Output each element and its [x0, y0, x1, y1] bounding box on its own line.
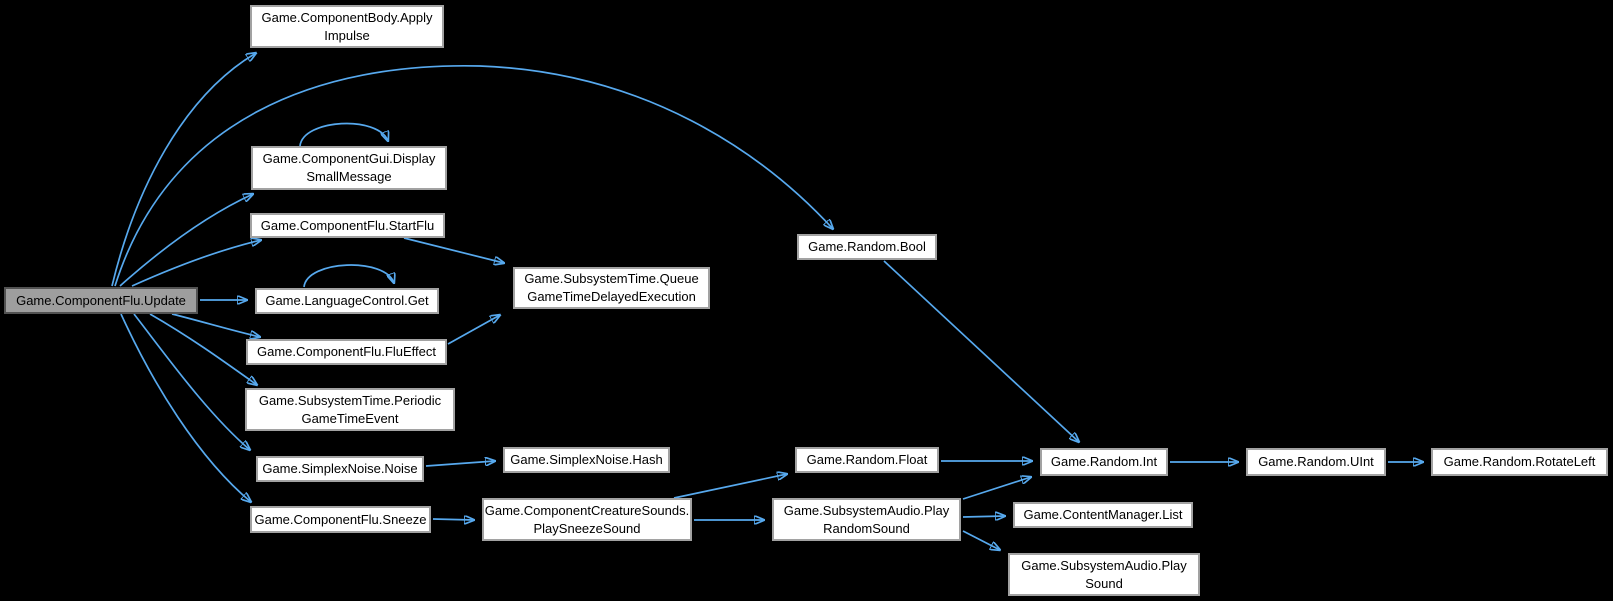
node-label: Game.Random.Float: [806, 452, 928, 468]
node-label: Game.Random.RotateLeft: [1443, 454, 1596, 470]
node-game-random-float[interactable]: Game.Random.Float: [795, 447, 939, 473]
node-label: Game.ComponentGui.Display SmallMessage: [262, 151, 436, 184]
node-game-componentflu-sneeze[interactable]: Game.ComponentFlu.Sneeze: [250, 506, 431, 533]
node-label: Game.ComponentFlu.Update: [16, 292, 186, 308]
node-game-simplexnoise-noise[interactable]: Game.SimplexNoise.Noise: [256, 456, 424, 482]
node-game-componentflu-update: Game.ComponentFlu.Update: [4, 287, 198, 314]
node-label: Game.ComponentFlu.FluEffect: [257, 344, 436, 360]
node-label: Game.ComponentFlu.Sneeze: [254, 511, 427, 527]
node-label: Game.ComponentFlu.StartFlu: [260, 217, 435, 233]
edge-update-randombool: [114, 64, 833, 287]
node-game-componentflu-startflu[interactable]: Game.ComponentFlu.StartFlu: [250, 213, 445, 238]
node-game-componentflu-flueffect[interactable]: Game.ComponentFlu.FluEffect: [246, 339, 447, 365]
node-label: Game.Random.Int: [1050, 454, 1158, 470]
edge-update-displaysmallmessage: [119, 194, 253, 287]
node-game-componentcreaturesounds-playsneezesound[interactable]: Game.ComponentCreatureSounds. PlaySneeze…: [482, 498, 692, 541]
edge-playrandomsound-contentlist: [962, 516, 1005, 517]
edge-update-periodicgte: [149, 313, 257, 385]
edge-playrandomsound-playsound: [962, 530, 1000, 550]
node-label: Game.SubsystemAudio.Play Sound: [1021, 557, 1187, 591]
node-label: Game.Random.Bool: [808, 239, 926, 255]
node-game-random-bool[interactable]: Game.Random.Bool: [797, 234, 937, 260]
node-label: Game.ComponentBody.Apply Impulse: [261, 9, 433, 43]
node-game-random-int[interactable]: Game.Random.Int: [1040, 448, 1168, 476]
node-label: Game.SubsystemTime.Queue GameTimeDelayed…: [524, 271, 699, 304]
edge-randombool-randomint: [883, 260, 1079, 442]
node-game-simplexnoise-hash[interactable]: Game.SimplexNoise.Hash: [503, 447, 670, 473]
edge-update-applyimpulse: [111, 53, 256, 287]
node-label: Game.Random.UInt: [1258, 454, 1374, 470]
node-game-random-uint[interactable]: Game.Random.UInt: [1246, 448, 1386, 476]
node-game-languagecontrol-get[interactable]: Game.LanguageControl.Get: [255, 288, 439, 314]
edge-startflu-queuegtde: [403, 237, 504, 263]
edge-playsneezesound-randomfloat: [673, 474, 787, 499]
edge-update-startflu: [131, 240, 261, 287]
node-label: Game.SimplexNoise.Hash: [510, 452, 663, 468]
edge-noise-hash: [425, 461, 495, 467]
edge-update-flueffect: [171, 313, 260, 337]
node-label: Game.SimplexNoise.Noise: [262, 461, 418, 477]
node-game-contentmanager-list[interactable]: Game.ContentManager.List: [1013, 502, 1193, 528]
node-game-subsystemaudio-playsound[interactable]: Game.SubsystemAudio.Play Sound: [1008, 553, 1200, 596]
edge-playrandomsound-randomint: [962, 477, 1031, 500]
edge-languageget-selfloop: [303, 264, 394, 288]
node-game-componentbody-applyimpulse[interactable]: Game.ComponentBody.Apply Impulse: [250, 5, 444, 48]
node-label: Game.ComponentCreatureSounds. PlaySneeze…: [484, 502, 690, 536]
node-game-random-rotateleft[interactable]: Game.Random.RotateLeft: [1431, 448, 1608, 476]
node-label: Game.ContentManager.List: [1023, 507, 1183, 523]
edge-update-noise: [133, 313, 250, 450]
node-game-subsystemaudio-playrandomsound[interactable]: Game.SubsystemAudio.Play RandomSound: [772, 498, 961, 541]
edge-update-sneeze: [120, 313, 251, 502]
node-game-subsystemtime-periodicgametimeevent[interactable]: Game.SubsystemTime.Periodic GameTimeEven…: [245, 388, 455, 431]
node-game-subsystemtime-queuegametimedelayedexecution[interactable]: Game.SubsystemTime.Queue GameTimeDelayed…: [513, 267, 710, 309]
node-label: Game.SubsystemTime.Periodic GameTimeEven…: [258, 392, 442, 426]
node-game-componentgui-displaysmallmessage[interactable]: Game.ComponentGui.Display SmallMessage: [251, 146, 447, 190]
edge-flueffect-queuegtde: [447, 315, 500, 345]
node-label: Game.SubsystemAudio.Play RandomSound: [783, 502, 950, 536]
node-label: Game.LanguageControl.Get: [265, 293, 429, 309]
edge-displaysmallmessage-selfloop: [299, 122, 388, 147]
edge-sneeze-playsneezesound: [432, 519, 474, 520]
